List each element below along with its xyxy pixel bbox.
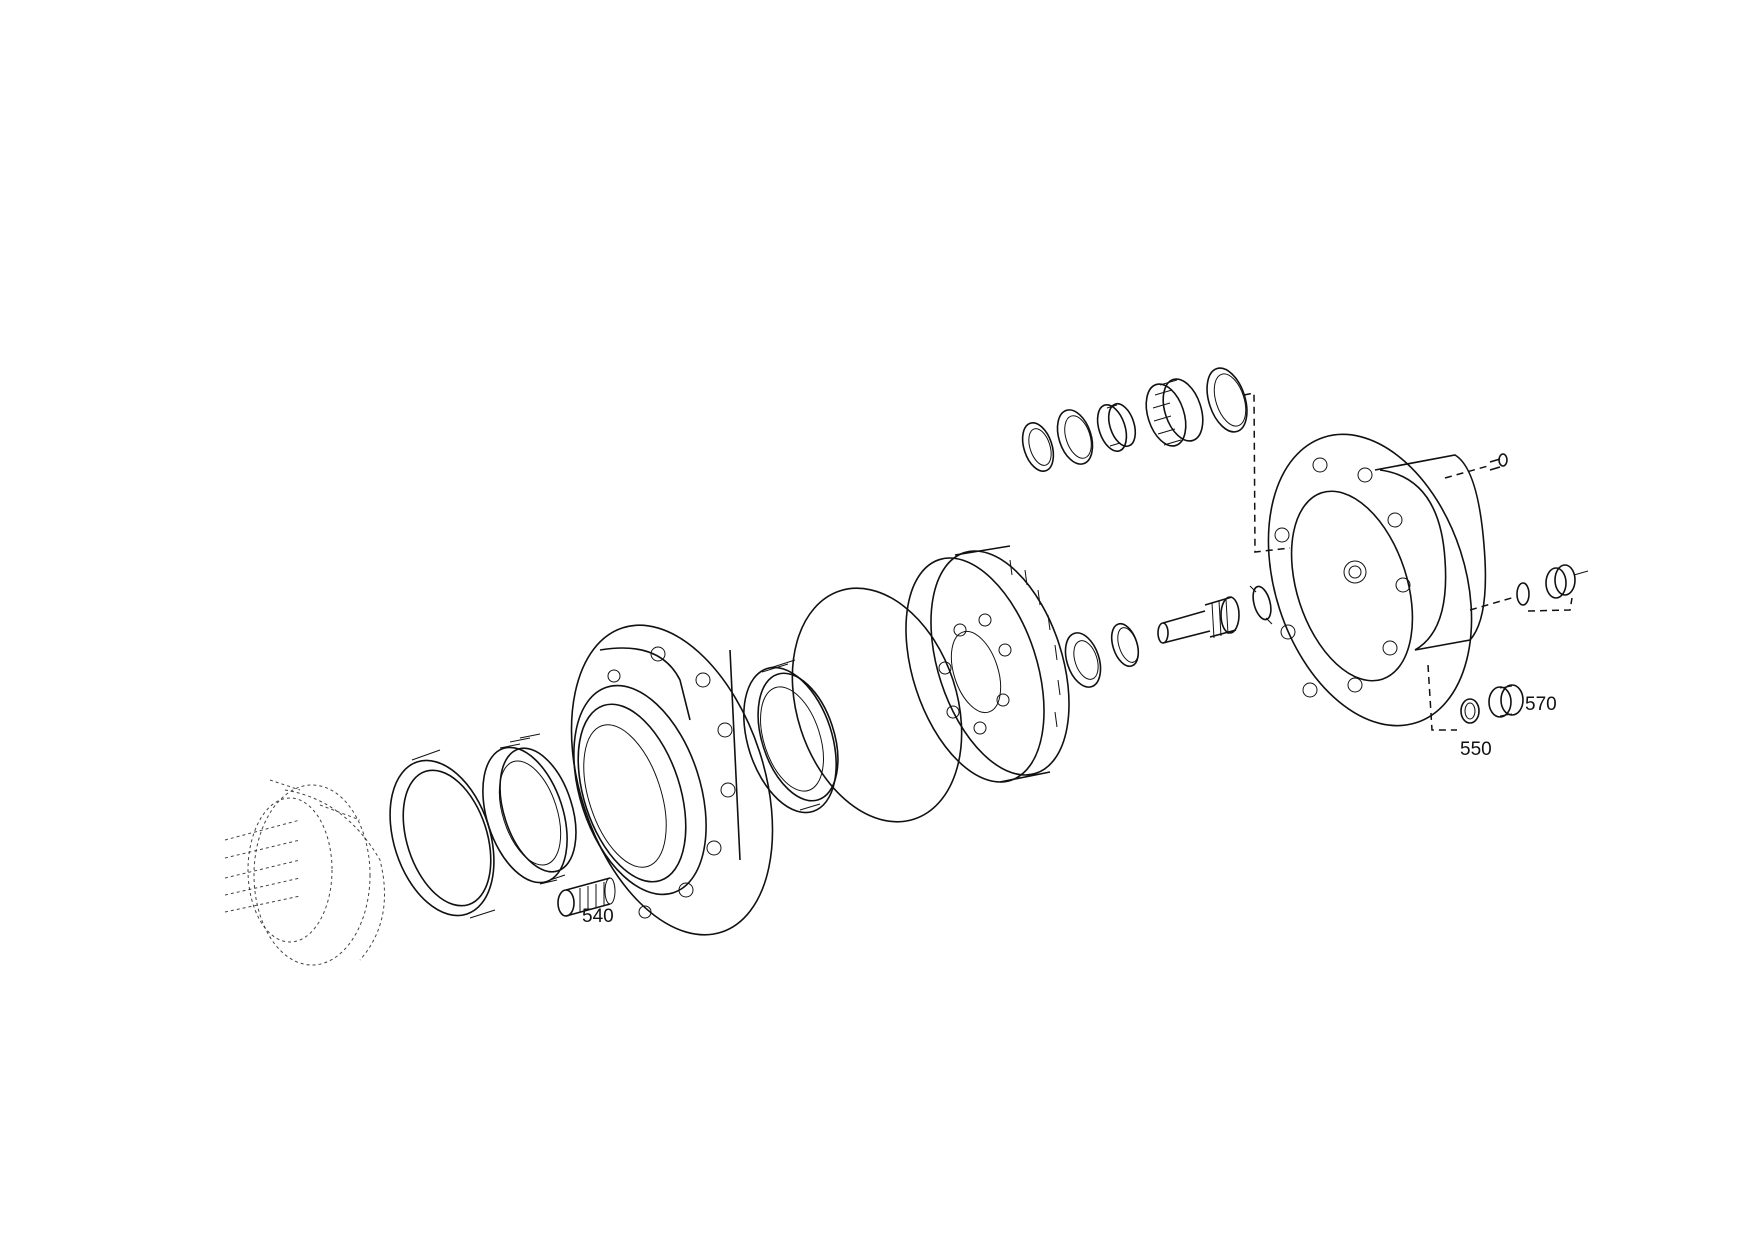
label-540: 540 <box>582 906 614 927</box>
planetary-housing <box>1267 433 1487 727</box>
sun-gear-shaft <box>1157 596 1240 644</box>
upper-small-bearing <box>1096 402 1137 452</box>
wheel-stud-540 <box>557 877 616 917</box>
lock-washer <box>1249 585 1273 625</box>
upper-ring-medium <box>1056 409 1094 465</box>
wheel-hub <box>570 624 774 936</box>
label-550: 550 <box>1460 739 1492 760</box>
housing-screw <box>1444 453 1508 479</box>
tapered-roller-bearing-left <box>482 733 577 885</box>
planetary-ring-gear <box>905 545 1070 783</box>
upper-ring-large <box>1206 367 1248 433</box>
upper-planet-gear <box>1145 378 1204 447</box>
thrust-washer <box>1064 632 1102 688</box>
oil-plug-assembly <box>1469 564 1589 612</box>
upper-ring-small <box>1021 422 1055 472</box>
o-ring-large <box>791 587 963 823</box>
label-570: 570 <box>1525 694 1557 715</box>
snap-ring-small <box>1110 622 1140 668</box>
seal-ring-large <box>389 749 496 919</box>
drain-plug-assembly <box>1427 664 1524 731</box>
reference-axle-flange <box>224 779 385 966</box>
leader-line-upper <box>1243 392 1291 553</box>
tapered-roller-bearing-right <box>743 659 839 814</box>
